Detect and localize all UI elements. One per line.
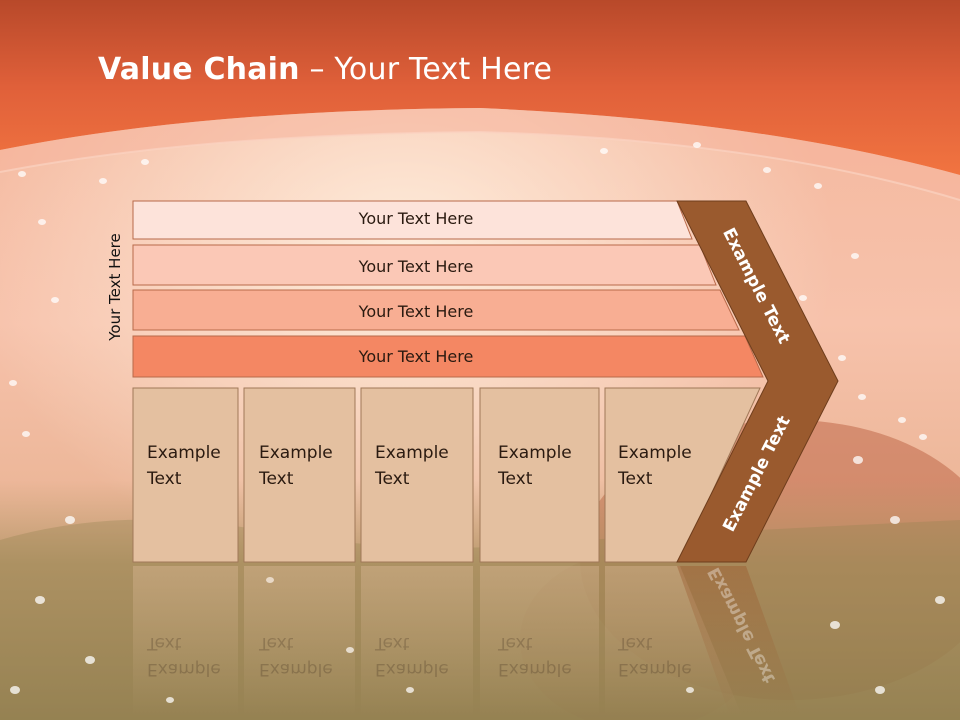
box-1-reflection-line1: Example — [147, 659, 221, 679]
bar-1 — [132, 200, 693, 240]
box-5-line1: Example — [618, 443, 692, 463]
box-3-line1: Example — [375, 443, 449, 463]
box-3-reflection-line1: Example — [375, 659, 449, 679]
box-1-line1: Example — [147, 443, 221, 463]
box-4-reflection: Example Text — [498, 630, 572, 682]
bar-1-label: Your Text Here — [358, 209, 474, 228]
bar-3 — [132, 289, 740, 331]
box-3-reflection: Example Text — [375, 630, 449, 682]
box-2 — [243, 387, 356, 563]
box-5-reflection-line1: Example — [618, 659, 692, 679]
box-1-line2: Text — [147, 469, 182, 489]
title-bold: Value Chain — [98, 52, 300, 87]
box-1 — [132, 387, 239, 563]
box-5-line2: Text — [618, 469, 653, 489]
box-5-reflection-line2: Text — [618, 633, 653, 653]
chevron-arrow — [676, 200, 839, 563]
reflections — [133, 566, 800, 716]
box-3 — [360, 387, 474, 563]
box-5-reflection: Example Text — [618, 630, 692, 682]
bar-2-label: Your Text Here — [358, 257, 474, 276]
box-2-line1: Example — [259, 443, 333, 463]
box-2-reflection: Example Text — [259, 630, 333, 682]
bar-3-label: Your Text Here — [358, 302, 474, 321]
box-3-line2: Text — [375, 469, 410, 489]
bar-stack — [132, 200, 764, 378]
box-4-reflection-line1: Example — [498, 659, 572, 679]
title-rest: – Your Text Here — [299, 52, 553, 87]
box-2-reflection-line2: Text — [259, 633, 294, 653]
box-4-line2: Text — [498, 469, 533, 489]
box-1-reflection: Example Text — [147, 630, 221, 682]
box-2-line2: Text — [259, 469, 294, 489]
box-2-reflection-line1: Example — [259, 659, 333, 679]
box-row — [132, 387, 761, 563]
box-4 — [479, 387, 600, 563]
slide-title: Value Chain – Your Text Here — [98, 52, 552, 87]
box-4-line1: Example — [498, 443, 572, 463]
bar-4 — [132, 335, 764, 378]
bar-2 — [132, 244, 717, 286]
box-4-reflection-line2: Text — [498, 633, 533, 653]
box-1-reflection-line2: Text — [147, 633, 182, 653]
bar-4-label: Your Text Here — [358, 347, 474, 366]
box-3-reflection-line2: Text — [375, 633, 410, 653]
side-label: Your Text Here — [106, 233, 124, 341]
